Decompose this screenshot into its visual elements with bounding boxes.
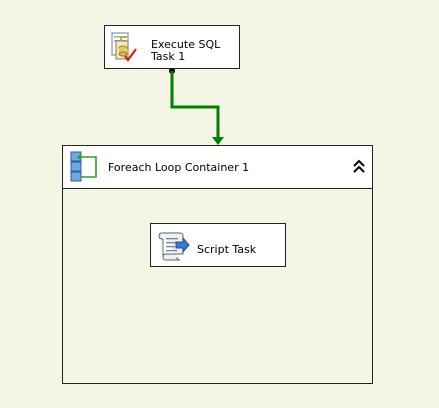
execute-sql-task[interactable]: Execute SQL Task 1 xyxy=(104,25,240,69)
foreach-loop-container-header[interactable]: Foreach Loop Container 1 xyxy=(63,146,372,189)
foreach-loop-icon xyxy=(69,151,99,186)
foreach-loop-container-title: Foreach Loop Container 1 xyxy=(108,161,250,174)
connector-line[interactable] xyxy=(170,71,220,137)
script-task[interactable]: Script Task xyxy=(150,223,286,267)
script-scroll-icon xyxy=(156,230,190,265)
connector-arrowhead xyxy=(212,137,224,145)
double-chevron-up-icon[interactable] xyxy=(352,159,366,175)
foreach-loop-container[interactable]: Foreach Loop Container 1 Script Task xyxy=(62,145,373,384)
execute-sql-task-label: Execute SQL Task 1 xyxy=(151,38,221,63)
script-task-label: Script Task xyxy=(197,243,257,256)
execute-sql-task-icon xyxy=(110,32,142,67)
